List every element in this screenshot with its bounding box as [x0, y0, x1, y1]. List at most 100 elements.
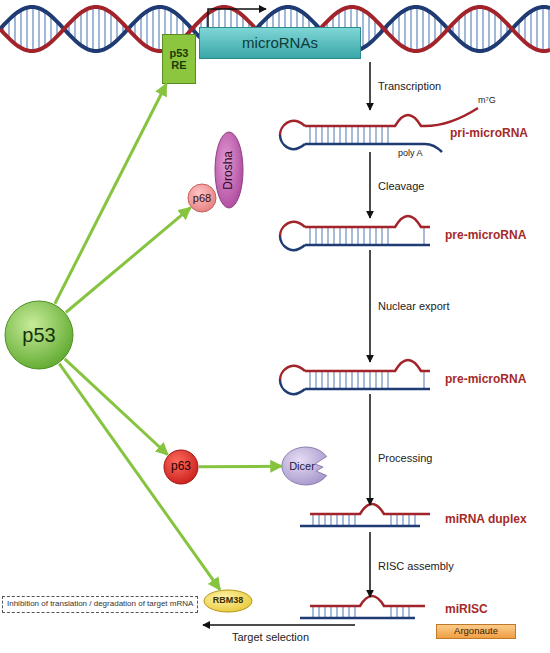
base-pair [387, 227, 389, 245]
base-pair [396, 606, 398, 618]
base-pair [470, 9, 472, 49]
cap-label: m⁷G [478, 96, 496, 106]
base-pair [357, 371, 359, 389]
node-text: p53 RE [165, 47, 193, 71]
base-pair [92, 7, 94, 51]
node-text: Dicer [289, 460, 323, 472]
base-pair [339, 371, 341, 389]
base-pair [402, 514, 404, 526]
base-pair [476, 7, 478, 51]
base-pair [398, 14, 400, 44]
base-pair [408, 606, 410, 618]
base-pair [548, 8, 550, 51]
base-pair [414, 514, 416, 526]
step-label: Nuclear export [378, 300, 450, 312]
step-label: Target selection [232, 631, 309, 643]
base-pair [351, 227, 353, 245]
base-pair [354, 514, 356, 526]
base-pair [104, 9, 106, 49]
base-pair [369, 227, 371, 245]
base-pair [524, 16, 526, 42]
base-pair [408, 514, 410, 526]
node-text: Drosha [222, 151, 235, 190]
base-pair [140, 16, 142, 42]
node-text: p68 [193, 192, 211, 204]
rbm38-protein: RBM38 [203, 589, 253, 613]
base-pair [351, 126, 353, 144]
base-pair [348, 606, 350, 618]
base-pair [309, 227, 311, 245]
base-pair [44, 11, 46, 46]
node-text: RBM38 [213, 596, 244, 606]
node-text: Argonaute [454, 626, 498, 636]
base-pair [488, 9, 490, 49]
base-pair [363, 371, 365, 389]
base-pair [423, 227, 425, 245]
rna-stage-label: miRNA duplex [445, 513, 527, 526]
transcription-start-arrow [208, 9, 266, 27]
base-pair [530, 11, 532, 46]
base-pair [333, 126, 335, 144]
rna-strand [305, 108, 478, 126]
base-pair [494, 13, 496, 46]
response-element-box: p53 RE [162, 34, 196, 84]
process-arrow [369, 250, 371, 362]
base-pair [375, 227, 377, 245]
base-pair [345, 227, 347, 245]
node-text: p63 [171, 460, 191, 473]
base-pair [375, 126, 377, 144]
node-text: microRNAs [242, 35, 318, 52]
p53-protein: p53 [4, 300, 74, 370]
base-pair [333, 371, 335, 389]
target-selection-arrow [203, 624, 355, 626]
rna-strand [305, 360, 430, 371]
base-pair [404, 10, 406, 48]
base-pair [315, 126, 317, 144]
base-pair [110, 13, 112, 46]
base-pair [336, 606, 338, 618]
node-shape [164, 450, 198, 484]
base-pair [345, 126, 347, 144]
base-pair [318, 606, 320, 618]
base-pair [390, 514, 392, 526]
dicer-enzyme: Dicer [282, 447, 330, 485]
rna-stage-label: miRISC [445, 603, 488, 616]
rna-strand [305, 388, 430, 391]
base-pair [482, 7, 484, 51]
base-pair [354, 606, 356, 618]
node-shape [282, 447, 327, 485]
base-pair [339, 227, 341, 245]
node-text: Inhibition of translation / degradation … [7, 600, 193, 609]
base-pair [369, 126, 371, 144]
base-pair [339, 126, 341, 144]
base-pair [336, 514, 338, 526]
process-arrow [369, 152, 371, 218]
rna-strand [300, 617, 415, 620]
rna-loop [280, 135, 305, 149]
base-pair [318, 514, 320, 526]
base-pair [375, 371, 377, 389]
rna-stage-label: pre-microRNA [445, 229, 526, 242]
base-pair [146, 11, 148, 46]
activation-arrow [199, 465, 282, 469]
process-arrow [369, 532, 371, 597]
base-pair [321, 371, 323, 389]
step-label: RISC assembly [378, 560, 454, 572]
base-pair [416, 7, 418, 51]
activation-arrow [59, 364, 220, 590]
base-pair [390, 606, 392, 618]
step-label: Processing [378, 452, 432, 464]
base-pair [410, 8, 412, 51]
step-label: Cleavage [378, 180, 424, 192]
rna-hairpin [280, 360, 430, 394]
node-text: p53 [22, 324, 55, 346]
base-pair [50, 16, 52, 42]
rna-strand [305, 244, 430, 247]
base-pair [38, 8, 40, 49]
base-pair [402, 606, 404, 618]
drosha-enzyme: Drosha [214, 131, 244, 209]
process-arrow [369, 394, 371, 505]
